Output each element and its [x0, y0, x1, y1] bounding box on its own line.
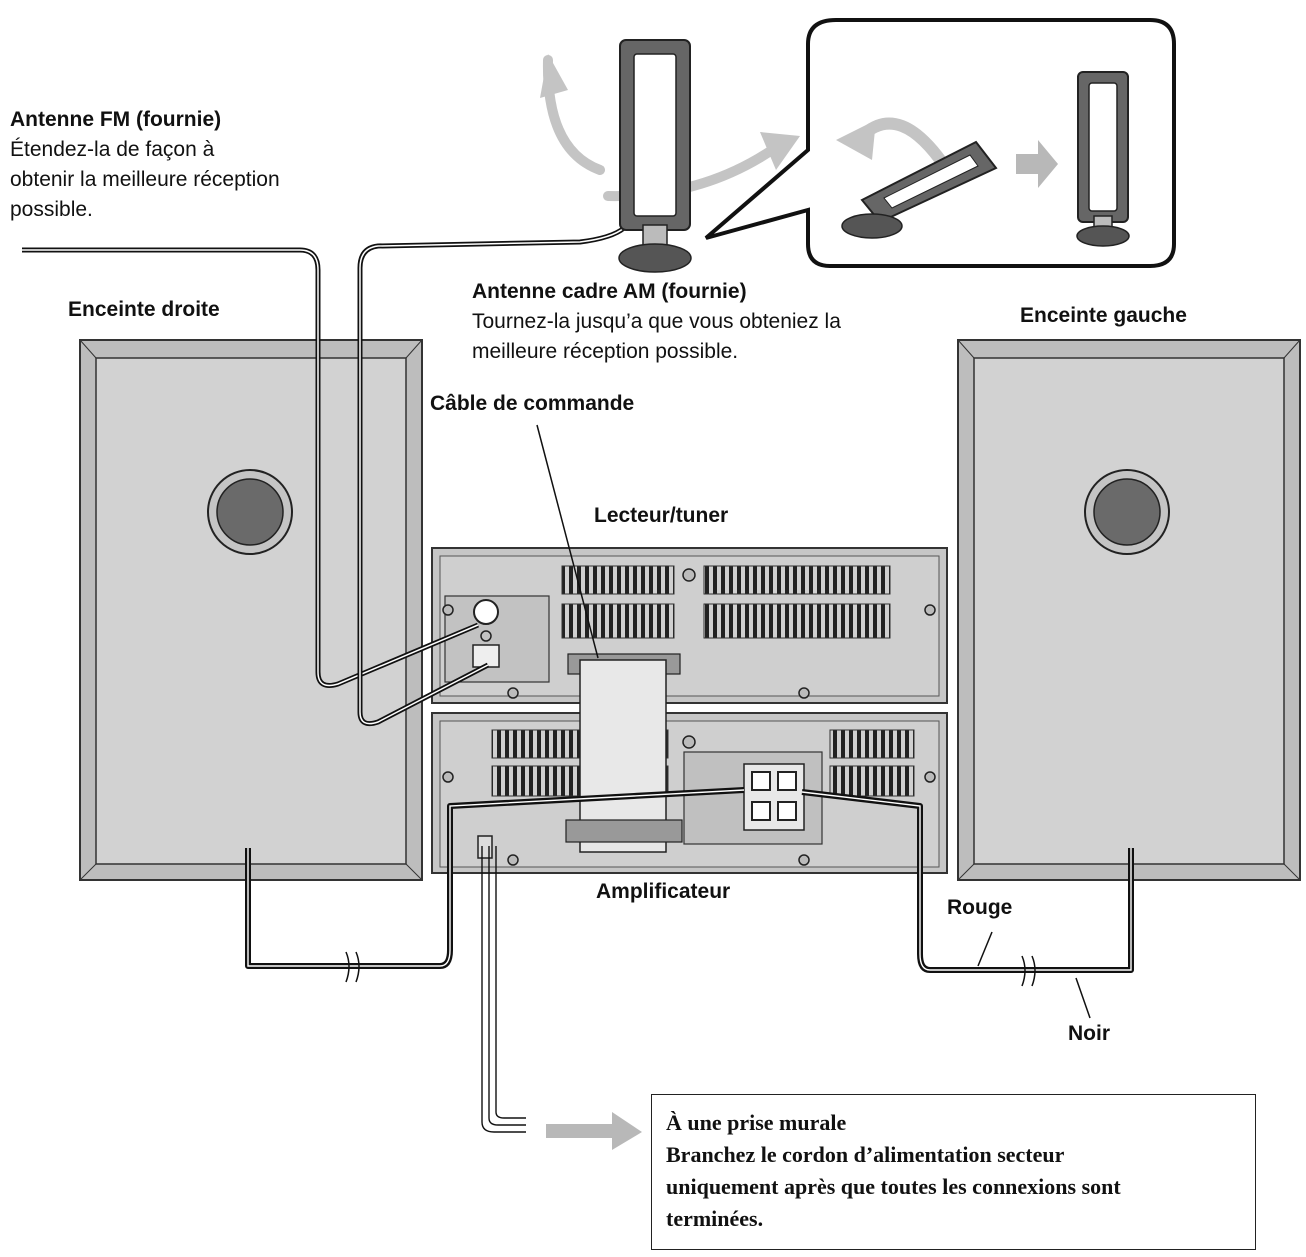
am-loop-antenna	[540, 39, 800, 273]
wall-outlet-note: À une prise murale Branchez le cordon d’…	[651, 1094, 1256, 1250]
am-antenna-assembly-inset	[704, 18, 1176, 268]
power-arrow	[546, 1112, 642, 1150]
power-cord	[481, 846, 526, 1133]
wall-outlet-note-line-3: uniquement après que toutes les connexio…	[666, 1174, 1121, 1199]
am-antenna-desc-1: Tournez-la jusqu’a que vous obteniez la	[472, 310, 841, 333]
left-speaker	[957, 339, 1301, 881]
am-antenna-title: Antenne cadre AM (fournie)	[472, 280, 747, 303]
control-ribbon-cable	[536, 424, 683, 853]
red-wire-label: Rouge	[947, 896, 1013, 919]
wall-outlet-note-line-1: À une prise murale	[666, 1110, 847, 1135]
right-speaker	[79, 339, 423, 881]
control-cable-label: Câble de commande	[430, 392, 635, 415]
left-speaker-label: Enceinte gauche	[1020, 304, 1187, 327]
amplifier-label: Amplificateur	[596, 880, 731, 903]
wall-outlet-note-line-4: terminées.	[666, 1206, 764, 1231]
black-wire-label: Noir	[1068, 1022, 1110, 1045]
right-speaker-label: Enceinte droite	[68, 298, 220, 321]
wire-break-marks	[345, 951, 1036, 987]
wall-outlet-note-line-2: Branchez le cordon d’alimentation secteu…	[666, 1142, 1065, 1167]
fm-antenna-desc-2: obtenir la meilleure réception	[10, 168, 280, 191]
am-antenna-desc-2: meilleure réception possible.	[472, 340, 739, 363]
fm-antenna-desc-3: possible.	[10, 198, 93, 221]
fm-antenna-desc-1: Étendez-la de façon à	[10, 138, 215, 161]
player-tuner-unit	[431, 547, 948, 704]
player-tuner-label: Lecteur/tuner	[594, 504, 729, 527]
fm-antenna-title: Antenne FM (fournie)	[10, 108, 222, 131]
